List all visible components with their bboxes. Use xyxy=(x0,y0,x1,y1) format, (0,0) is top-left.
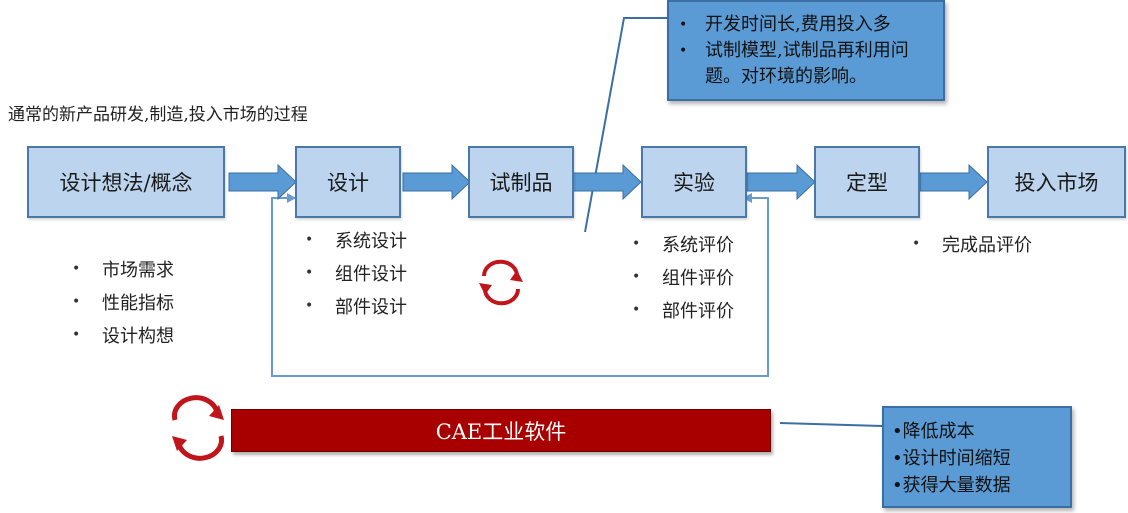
list-item: • 组件设计 xyxy=(305,256,407,289)
stage-concept-label: 设计想法/概念 xyxy=(59,171,193,195)
concept-bullet-text: 市场需求 xyxy=(102,259,174,281)
callout-top-leader-line xyxy=(584,17,667,233)
callout-top-text: 开发时间长,费用投入多 xyxy=(705,14,891,35)
stage-finalize: 定型 xyxy=(814,146,920,218)
callout-top-item: • 开发时间长,费用投入多 xyxy=(679,12,935,38)
concept-bullet-text: 设计构想 xyxy=(102,325,174,347)
callout-top-text: 试制模型,试制品再利用问题。对环境的影响。 xyxy=(705,40,909,87)
test-bullet-list: • 系统评价 • 组件评价 • 部件评价 xyxy=(632,227,734,326)
list-item: • 组件评价 xyxy=(632,260,734,293)
callout-bottom-leader-line xyxy=(779,422,883,427)
bullet-glyph: • xyxy=(912,235,921,252)
concept-bullet-list: • 市场需求 • 性能指标 • 设计构想 xyxy=(72,252,174,351)
bullet-glyph: • xyxy=(679,17,688,33)
design-bullet-text: 部件设计 xyxy=(335,296,407,318)
arrow-finalize-to-market xyxy=(919,163,988,201)
list-item: • 市场需求 xyxy=(72,252,174,285)
bullet-glyph: • xyxy=(679,43,688,59)
bullet-glyph: • xyxy=(305,231,314,248)
arrow-concept-to-design xyxy=(228,163,297,201)
cae-software-label: CAE工业软件 xyxy=(435,419,567,444)
stage-concept: 设计想法/概念 xyxy=(27,146,225,218)
stage-finalize-label: 定型 xyxy=(846,171,888,195)
stage-design: 设计 xyxy=(295,146,401,218)
stage-market-label: 投入市场 xyxy=(1014,171,1099,195)
stage-market: 投入市场 xyxy=(987,146,1126,218)
stage-test-label: 实验 xyxy=(673,171,715,195)
design-bullet-text: 系统设计 xyxy=(335,230,407,252)
list-item: • 设计构想 xyxy=(72,318,174,351)
design-bullet-list: • 系统设计 • 组件设计 • 部件设计 xyxy=(305,223,407,322)
test-bullet-text: 部件评价 xyxy=(662,300,734,322)
callout-top: • 开发时间长,费用投入多 • 试制模型,试制品再利用问题。对环境的影响。 xyxy=(667,0,945,101)
arrow-design-to-prototype xyxy=(402,163,471,201)
design-bullet-text: 组件设计 xyxy=(335,263,407,285)
callout-bottom: •降低成本 •设计时间缩短 •获得大量数据 xyxy=(882,406,1072,508)
feedback-loop-line xyxy=(271,197,769,377)
test-bullet-text: 系统评价 xyxy=(662,234,734,256)
list-item: • 部件评价 xyxy=(632,293,734,326)
bullet-glyph: • xyxy=(632,301,641,318)
callout-top-item: • 试制模型,试制品再利用问题。对环境的影响。 xyxy=(679,38,935,90)
market-bullet-text: 完成品评价 xyxy=(942,234,1032,256)
list-item: • 性能指标 xyxy=(72,285,174,318)
list-item: • 完成品评价 xyxy=(912,227,1032,260)
cae-software-bar: CAE工业软件 xyxy=(231,409,771,452)
cycle-icon-small xyxy=(479,259,523,306)
stage-design-label: 设计 xyxy=(327,171,369,195)
bullet-glyph: • xyxy=(632,235,641,252)
arrow-prototype-to-test xyxy=(571,163,642,201)
stage-test: 实验 xyxy=(641,146,747,218)
bullet-glyph: • xyxy=(72,293,81,310)
stage-prototype: 试制品 xyxy=(468,146,574,218)
cycle-icon-large xyxy=(172,395,224,461)
arrow-test-to-finalize xyxy=(746,163,816,201)
intro-text: 通常的新产品研发,制造,投入市场的过程 xyxy=(8,105,308,125)
stage-prototype-label: 试制品 xyxy=(489,171,553,195)
list-item: • 系统设计 xyxy=(305,223,407,256)
list-item: • 系统评价 xyxy=(632,227,734,260)
test-bullet-text: 组件评价 xyxy=(662,267,734,289)
bullet-glyph: • xyxy=(72,326,81,343)
concept-bullet-text: 性能指标 xyxy=(102,292,174,314)
callout-bottom-text: •设计时间缩短 xyxy=(892,448,1011,469)
feedback-arrowhead-test xyxy=(743,193,752,203)
bullet-glyph: • xyxy=(632,268,641,285)
bullet-glyph: • xyxy=(305,264,314,281)
feedback-arrowhead-design xyxy=(287,193,296,203)
bullet-glyph: • xyxy=(305,297,314,314)
list-item: • 部件设计 xyxy=(305,289,407,322)
bullet-glyph: • xyxy=(72,260,81,277)
callout-bottom-text: •获得大量数据 xyxy=(892,475,1011,496)
market-bullet-list: • 完成品评价 xyxy=(912,227,1032,260)
callout-bottom-text: •降低成本 xyxy=(892,421,975,442)
